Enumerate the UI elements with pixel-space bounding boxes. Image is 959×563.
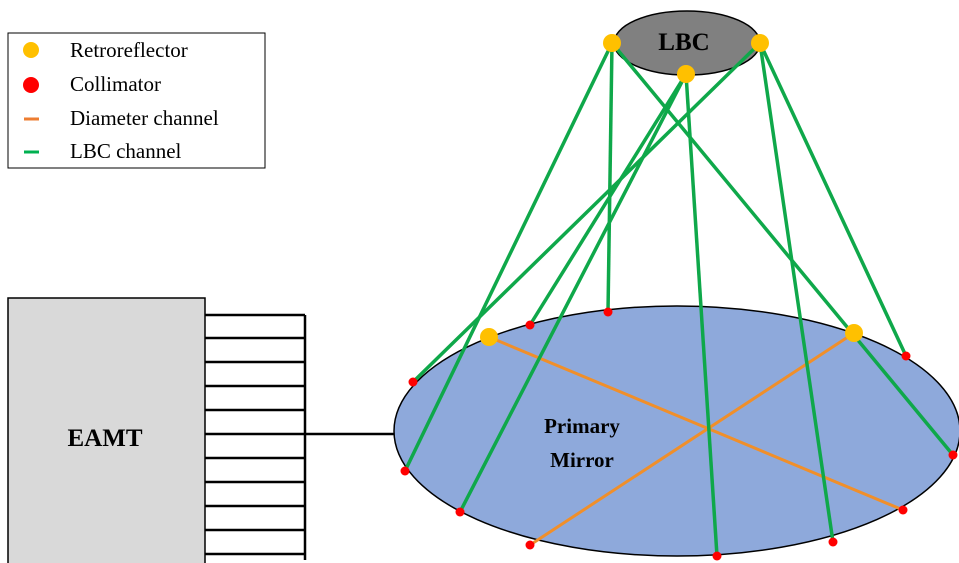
eamt-label: EAMT bbox=[68, 425, 143, 452]
lbc-channel-line bbox=[758, 42, 908, 357]
collimator-marker bbox=[408, 377, 418, 387]
legend-box bbox=[7, 32, 266, 169]
retroreflector-marker bbox=[751, 34, 769, 52]
lbc-channel-line bbox=[458, 73, 688, 513]
eamt-box bbox=[7, 297, 206, 563]
mirror-label-line2: Mirror bbox=[550, 448, 614, 472]
lbc-channels bbox=[403, 41, 955, 557]
retroreflector-marker bbox=[677, 65, 695, 83]
collimator-marker bbox=[400, 466, 410, 476]
collimator-marker bbox=[712, 551, 722, 561]
collimator-marker bbox=[603, 307, 613, 317]
retroreflector-marker bbox=[845, 324, 863, 342]
legend-retroreflector-label: Retroreflector bbox=[70, 38, 188, 62]
lbc-channel-line bbox=[610, 41, 955, 457]
legend: Retroreflector Collimator Diameter chann… bbox=[7, 32, 266, 169]
lbc-channel-line bbox=[758, 42, 835, 543]
lbc-label: LBC bbox=[658, 29, 709, 56]
mirror-label-line1: Primary bbox=[544, 414, 620, 438]
legend-retroreflector-marker bbox=[23, 42, 39, 58]
diameter-channels bbox=[488, 331, 904, 547]
lbc-channel-line bbox=[684, 73, 719, 557]
collimator-marker bbox=[898, 505, 908, 515]
collimators bbox=[400, 307, 958, 561]
legend-diameter-label: Diameter channel bbox=[70, 106, 219, 130]
legend-lbc-channel-label: LBC channel bbox=[70, 139, 182, 163]
collimator-marker bbox=[948, 450, 958, 460]
lbc-channel-line bbox=[411, 41, 762, 384]
diameter-channel-line bbox=[529, 331, 855, 547]
lbc-channel-line bbox=[528, 73, 688, 326]
legend-collimator-marker bbox=[23, 77, 39, 93]
collimator-marker bbox=[828, 537, 838, 547]
lbc-channel-line bbox=[606, 42, 614, 313]
retroreflector-marker bbox=[480, 328, 498, 346]
collimator-marker bbox=[525, 320, 535, 330]
eamt-channel-bundle bbox=[205, 313, 396, 560]
lbc-retroreflectors bbox=[603, 34, 769, 83]
mirror-retroreflectors bbox=[480, 324, 863, 346]
legend-collimator-label: Collimator bbox=[70, 72, 161, 96]
lbc-channel-line bbox=[403, 42, 614, 472]
retroreflector-marker bbox=[603, 34, 621, 52]
collimator-marker bbox=[525, 540, 535, 550]
primary-mirror bbox=[393, 305, 959, 557]
diameter-channel-line bbox=[488, 335, 904, 512]
collimator-marker bbox=[455, 507, 465, 517]
collimator-marker bbox=[901, 351, 911, 361]
